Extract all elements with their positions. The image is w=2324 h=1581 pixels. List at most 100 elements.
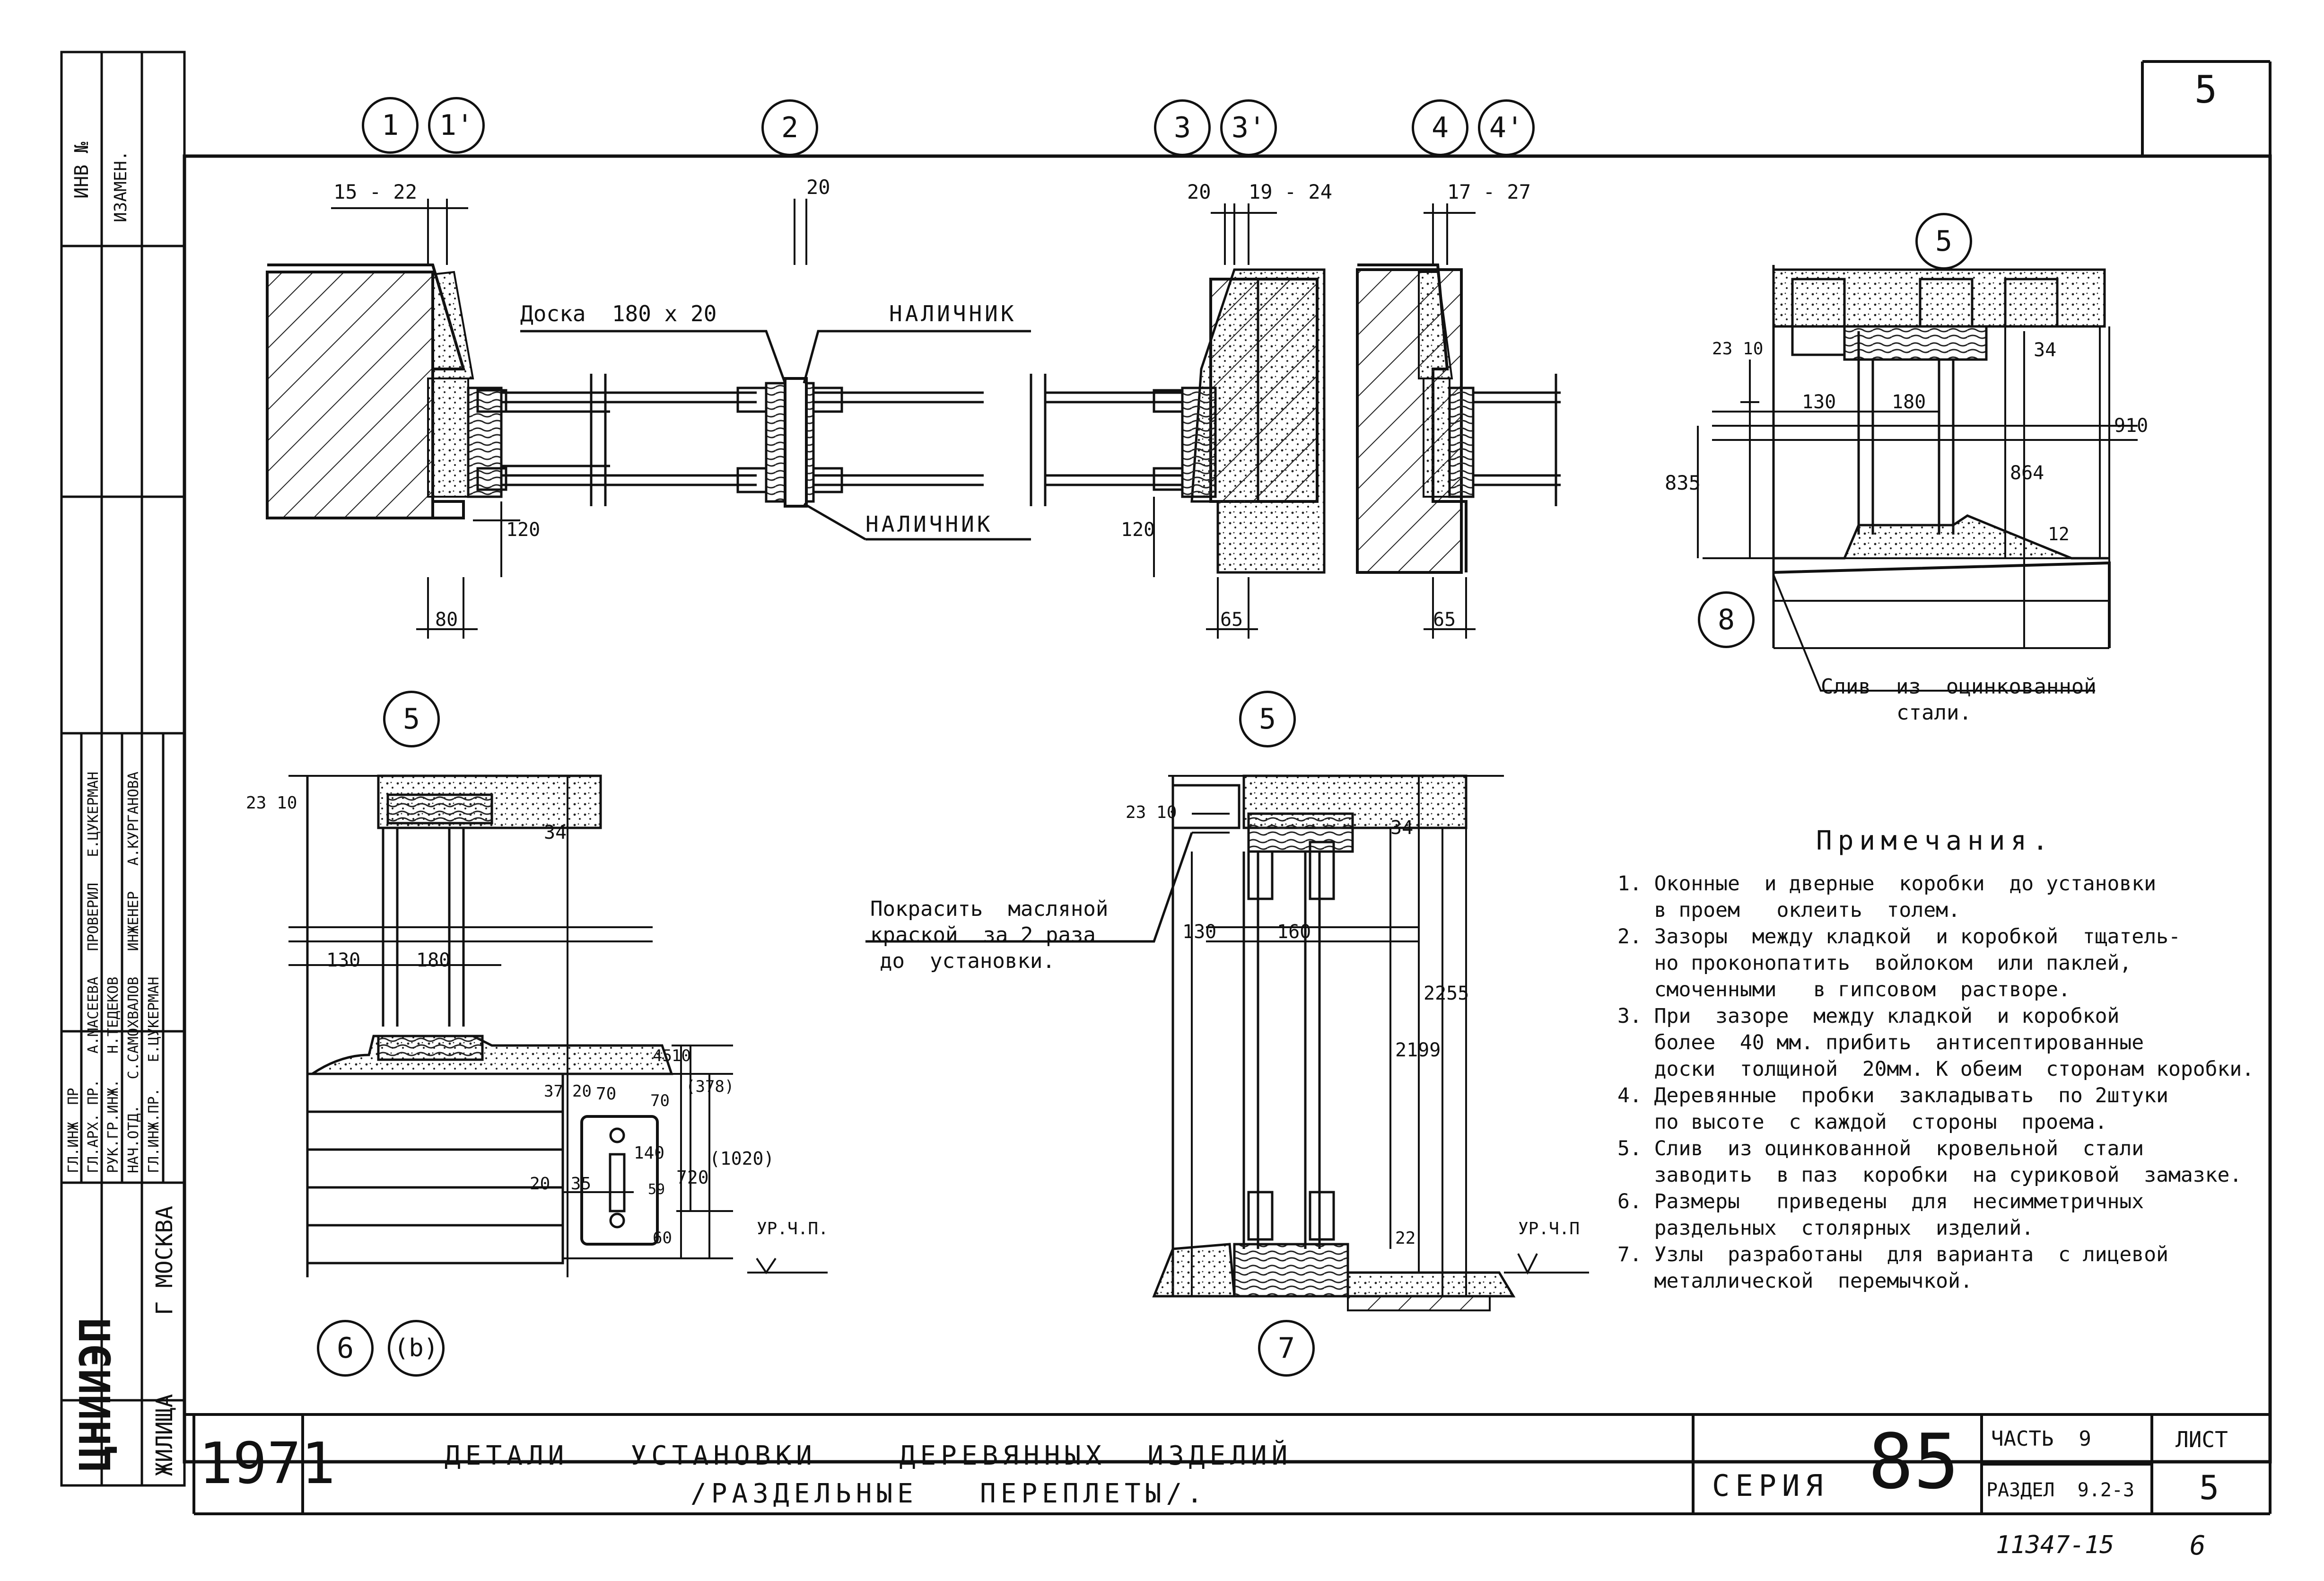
series-value: 85 (1868, 1417, 1959, 1506)
dim-59: 59 (648, 1181, 665, 1198)
note-line: в проем оклеить толем. (1617, 898, 1960, 922)
title-year: 1971 (199, 1431, 335, 1497)
note-line: 1. Оконные и дверные коробки до установк… (1617, 872, 2157, 896)
stamp-org-1: ЦНИИЭП (71, 1317, 121, 1471)
dim-20-sill: 20 (572, 1082, 592, 1101)
note-line: но проконопатить войлоком или паклей, (1617, 951, 2132, 975)
dim-22: 22 (1395, 1229, 1416, 1248)
note-line: заводить в паз коробки на суриковой зама… (1617, 1163, 2242, 1187)
dim-70-b: 70 (650, 1091, 670, 1110)
callout-6b: (b) (388, 1320, 445, 1377)
callout-5-head: 5 (1915, 213, 1972, 270)
stamp-inv: ИНВ № (71, 141, 93, 199)
callout-5-window: 5 (383, 691, 440, 747)
dim-2199: 2199 (1395, 1039, 1441, 1061)
detail-1-glazing (501, 374, 610, 506)
note-line: 4. Деревянные пробки закладывать по 2шту… (1617, 1084, 2168, 1107)
section-label: РАЗДЕЛ 9.2-3 (1986, 1479, 2135, 1501)
note-line: по высоте с каждой стороны проема. (1617, 1110, 2107, 1134)
dim-65-right: 65 (1433, 609, 1456, 631)
callout-4-prime: 4' (1478, 99, 1535, 156)
label-casing-bottom: НАЛИЧНИК (865, 511, 993, 537)
dim-34-window: 34 (544, 822, 567, 843)
dim-70-a: 70 (596, 1084, 617, 1104)
note-line: смоченными в гипсовом растворе. (1617, 978, 2071, 1001)
dim-140: 140 (634, 1143, 665, 1163)
detail-3-section (1045, 268, 1326, 574)
dim-60: 60 (653, 1229, 672, 1247)
note-line: доски толщиной 20мм. К обеим сторонам ко… (1617, 1057, 2254, 1081)
dim-130-head: 130 (1802, 391, 1836, 413)
sheet-value: 5 (2199, 1468, 2219, 1507)
callout-3: 3 (1154, 99, 1211, 156)
label-drip-1: Слив из оцинкованной (1821, 675, 2097, 699)
page-number: 6 (2190, 1530, 2206, 1561)
note-line: 5. Слив из оцинкованной кровельной стали (1617, 1137, 2144, 1160)
dim-12: 12 (2048, 524, 2070, 545)
dim-34-head: 34 (2034, 339, 2057, 361)
dim-19-24: 19 - 24 (1249, 180, 1333, 203)
dim-37: 37 (544, 1082, 563, 1101)
title-line-2: /РАЗДЕЛЬНЫЕ ПЕРЕПЛЕТЫ/. (690, 1478, 1207, 1509)
callout-7: 7 (1258, 1320, 1315, 1377)
detail-2-section (610, 374, 1047, 508)
stamp-row: ГЛ.АРХ. ПР. А.МАСЕЕВА ПРОВЕРИЛ Е.ЦУКЕРМА… (85, 772, 102, 1173)
detail-5-head-section (1772, 265, 2111, 649)
side-stamp-grid (60, 51, 186, 1487)
dim-180-window: 180 (416, 949, 451, 971)
callout-1: 1 (362, 97, 419, 154)
top-dimension-lines (331, 199, 1476, 639)
dim-835: 835 (1665, 471, 1701, 494)
sheet-label: ЛИСТ (2175, 1427, 2228, 1452)
dim-15-22: 15 - 22 (333, 180, 418, 203)
label-board: Доска 180 х 20 (520, 301, 717, 326)
leader-lines-top (520, 330, 1031, 541)
label-paint-3: до установки. (880, 949, 1055, 973)
stamp-row: ГЛ.ИНЖ.ПР. Е.ЦУКЕРМАН (146, 976, 162, 1173)
label-drip-2: стали. (1896, 701, 1972, 725)
stamp-row: РУК.ГР.ИНЖ. Н.ТЕДЕКОВ (105, 976, 122, 1173)
label-paint-1: Покрасить масляной (870, 897, 1109, 921)
dim-23-10-door: 23 10 (1126, 803, 1177, 822)
dim-378: (378) (686, 1077, 734, 1096)
dim-45: 45 (653, 1046, 672, 1065)
title-block-grid (184, 1413, 2272, 1515)
notes-list: 1. Оконные и дверные коробки до установк… (1617, 870, 2275, 1294)
detail-5-dimensions (1697, 326, 2138, 692)
dim-120-left: 120 (506, 519, 541, 541)
stamp-row: ГЛ.ИНЖ ПР (65, 1088, 82, 1173)
note-line: 2. Зазоры между кладкой и коробкой тщате… (1617, 925, 2181, 949)
detail-4-section (1356, 264, 1561, 574)
note-line: 6. Размеры приведены для несимметричных (1617, 1190, 2144, 1213)
dim-1020: (1020) (709, 1148, 775, 1169)
dim-120-right: 120 (1121, 519, 1155, 541)
corner-sheet-number: 5 (2194, 68, 2218, 112)
detail-7-section (865, 774, 1589, 1311)
detail-1-section (266, 264, 507, 519)
dim-180-head: 180 (1892, 391, 1926, 413)
dim-2255: 2255 (1424, 983, 1469, 1004)
notes-title: Примечания. (1816, 826, 2054, 856)
label-paint-2: краской за 2 раза (870, 923, 1096, 947)
callout-6: 6 (317, 1320, 374, 1377)
dim-20-35: 20 35 (530, 1174, 592, 1194)
dim-720: 720 (676, 1167, 709, 1188)
note-line: металлической перемычкой. (1617, 1269, 1973, 1293)
stamp-zamen: ИЗАМЕН. (111, 150, 131, 222)
label-casing-top: НАЛИЧНИК (889, 301, 1017, 326)
callout-8: 8 (1698, 591, 1755, 648)
dim-34-door: 34 (1390, 817, 1414, 839)
callout-3-prime: 3' (1220, 99, 1277, 156)
dim-17-27: 17 - 27 (1447, 180, 1531, 203)
inventory-number: 11347-15 (1996, 1531, 2114, 1559)
detail-6-section (288, 774, 828, 1277)
label-floor-level-window: УР.Ч.П. (757, 1219, 829, 1238)
dim-80: 80 (435, 609, 458, 631)
dim-23-10-head: 23 10 (1712, 339, 1764, 359)
title-line-1: ДЕТАЛИ УСТАНОВКИ ДЕРЕВЯННЫХ ИЗДЕЛИЙ (445, 1440, 1293, 1471)
note-line: 3. При зазоре между кладкой и коробкой (1617, 1004, 2120, 1028)
stamp-org-2: ЖИЛИЩА (151, 1394, 178, 1476)
label-floor-level-door: УР.Ч.П (1518, 1219, 1580, 1238)
dim-130-door: 130 (1182, 921, 1217, 943)
